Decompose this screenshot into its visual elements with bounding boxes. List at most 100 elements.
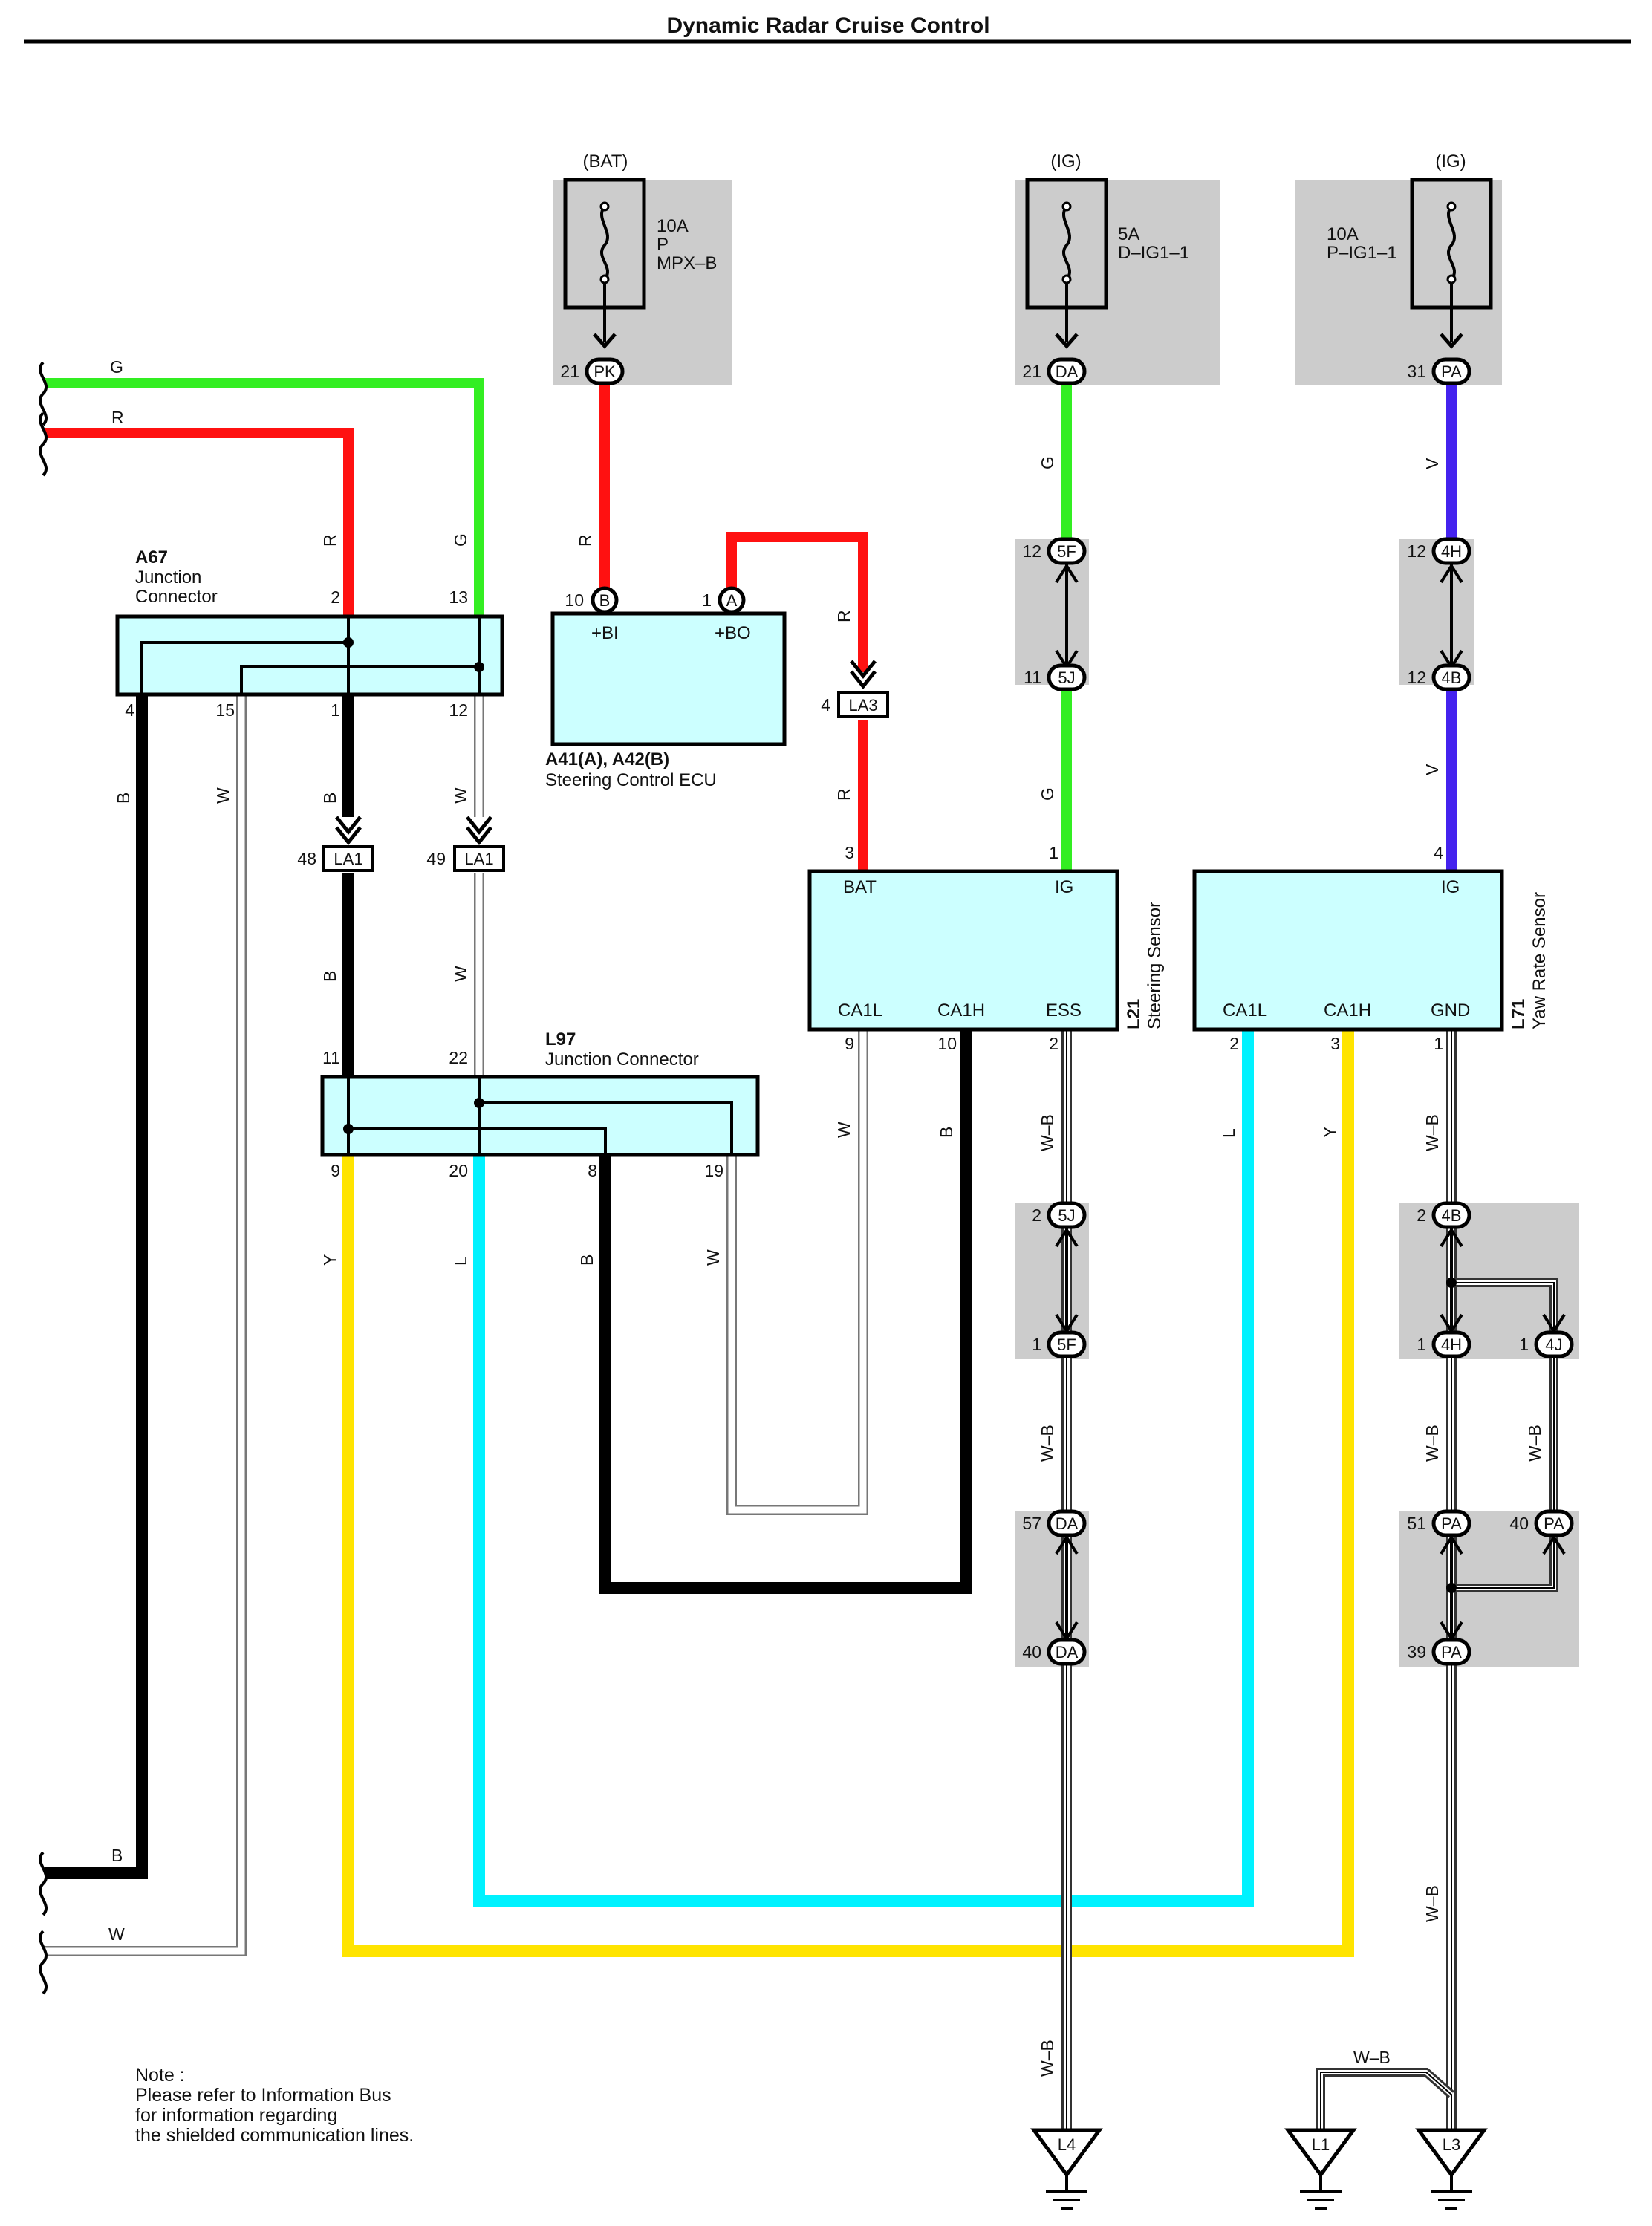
svg-text:BAT: BAT <box>843 877 877 897</box>
svg-text:CA1H: CA1H <box>937 1000 985 1021</box>
note: Note : Please refer to Information Bus f… <box>135 2065 414 2146</box>
svg-text:Junction: Junction <box>135 567 201 588</box>
svg-text:for information regarding: for information regarding <box>135 2105 337 2126</box>
svg-text:31: 31 <box>1407 362 1426 381</box>
svg-text:W: W <box>108 1924 125 1944</box>
ground-l4: L4 <box>1030 2128 1103 2210</box>
svg-text:15: 15 <box>215 700 235 720</box>
svg-text:D–IG1–1: D–IG1–1 <box>1118 243 1189 263</box>
svg-text:4: 4 <box>821 695 830 715</box>
svg-text:3: 3 <box>845 843 854 862</box>
svg-text:LA1: LA1 <box>464 850 493 868</box>
svg-text:W–B: W–B <box>1038 2040 1057 2077</box>
svg-text:1: 1 <box>1519 1335 1529 1354</box>
svg-text:4B: 4B <box>1442 1206 1462 1225</box>
svg-text:P–IG1–1: P–IG1–1 <box>1327 243 1397 263</box>
svg-text:L: L <box>451 1256 470 1266</box>
svg-text:Connector: Connector <box>135 587 218 607</box>
svg-text:W: W <box>451 966 470 982</box>
wire-b-a67-4 <box>45 694 148 1879</box>
svg-text:W–B: W–B <box>1422 1114 1442 1151</box>
l71-yaw-rate-sensor: IG CA1L CA1H GND L71 Yaw Rate Sensor 4 2… <box>1192 843 1549 1053</box>
wire-breaks <box>38 361 48 1995</box>
rect-connectors <box>322 691 889 872</box>
svg-text:W: W <box>834 1122 853 1138</box>
svg-text:L3: L3 <box>1443 2135 1460 2154</box>
svg-text:12: 12 <box>1407 668 1426 687</box>
wire-g-a67 <box>45 378 484 616</box>
svg-text:B: B <box>599 591 611 610</box>
svg-text:19: 19 <box>704 1161 723 1180</box>
svg-text:IG: IG <box>1441 877 1460 897</box>
svg-text:V: V <box>1422 764 1442 775</box>
svg-text:+BO: +BO <box>715 623 751 643</box>
svg-text:GND: GND <box>1431 1000 1470 1021</box>
svg-text:4J: 4J <box>1545 1335 1562 1354</box>
svg-text:L1: L1 <box>1312 2135 1330 2154</box>
svg-text:3: 3 <box>1330 1034 1340 1053</box>
svg-text:R: R <box>834 610 853 622</box>
svg-text:G: G <box>110 357 123 377</box>
svg-text:4B: 4B <box>1442 668 1462 687</box>
svg-text:21: 21 <box>560 362 579 381</box>
svg-text:(IG): (IG) <box>1435 152 1466 172</box>
svg-text:G: G <box>451 533 470 547</box>
svg-text:1: 1 <box>1049 843 1058 862</box>
svg-text:P: P <box>657 235 669 255</box>
svg-text:13: 13 <box>449 588 468 607</box>
svg-text:21: 21 <box>1022 362 1041 381</box>
fuse-ig-p: (IG) 10A P–IG1–1 <box>1327 152 1493 342</box>
pill-connectors <box>585 357 1574 1666</box>
svg-text:8: 8 <box>588 1161 597 1180</box>
svg-text:1: 1 <box>331 700 340 720</box>
svg-text:R: R <box>576 534 595 547</box>
svg-text:L: L <box>1219 1128 1238 1138</box>
svg-text:Note :: Note : <box>135 2065 185 2086</box>
svg-text:B: B <box>114 793 133 804</box>
svg-text:40: 40 <box>1509 1514 1529 1533</box>
svg-text:A41(A), A42(B): A41(A), A42(B) <box>545 749 669 769</box>
svg-text:CA1H: CA1H <box>1324 1000 1371 1021</box>
svg-text:4: 4 <box>1434 843 1443 862</box>
svg-text:PA: PA <box>1441 362 1462 381</box>
svg-text:W: W <box>451 787 470 804</box>
svg-text:4H: 4H <box>1441 542 1462 561</box>
svg-text:PK: PK <box>594 362 616 381</box>
svg-text:9: 9 <box>845 1034 854 1053</box>
svg-text:R: R <box>834 788 853 801</box>
svg-text:5J: 5J <box>1058 1206 1075 1225</box>
svg-text:DA: DA <box>1056 1643 1079 1662</box>
svg-text:20: 20 <box>449 1161 468 1180</box>
steering-control-ecu: +BI +BO A41(A), A42(B) Steering Control … <box>545 611 787 790</box>
svg-text:L4: L4 <box>1058 2135 1076 2154</box>
svg-text:W–B: W–B <box>1038 1114 1057 1151</box>
svg-text:12: 12 <box>449 700 468 720</box>
l97-junction-connector: L97 Junction Connector 11 22 9 20 8 19 <box>320 1029 760 1180</box>
svg-text:2: 2 <box>1032 1205 1041 1225</box>
svg-text:PA: PA <box>1441 1514 1462 1533</box>
svg-text:4H: 4H <box>1441 1335 1462 1354</box>
svg-text:48: 48 <box>297 849 316 868</box>
svg-text:G: G <box>1038 456 1057 469</box>
svg-text:5A: 5A <box>1118 224 1139 244</box>
svg-text:Y: Y <box>320 1254 339 1266</box>
connector-labels: PK 21 DA 21 PA 31 B 10 A 1 LA1 48 LA1 49… <box>297 362 1564 1662</box>
fuse-bat: (BAT) 10A P MPX–B <box>563 152 717 342</box>
svg-text:9: 9 <box>331 1161 340 1180</box>
svg-text:10: 10 <box>937 1034 957 1053</box>
svg-text:CA1L: CA1L <box>838 1000 882 1021</box>
svg-text:2: 2 <box>1229 1034 1239 1053</box>
svg-text:W–B: W–B <box>1353 2048 1391 2067</box>
svg-text:12: 12 <box>1022 541 1041 561</box>
wire-r-bo <box>726 532 868 672</box>
svg-text:10: 10 <box>565 590 584 610</box>
svg-text:CA1L: CA1L <box>1223 1000 1267 1021</box>
svg-text:L21: L21 <box>1124 999 1144 1029</box>
svg-text:V: V <box>1422 458 1442 469</box>
svg-text:L71: L71 <box>1509 999 1529 1029</box>
svg-text:B: B <box>577 1254 596 1266</box>
splice-dots <box>1446 1278 1457 1593</box>
svg-text:G: G <box>1038 787 1057 801</box>
svg-text:(IG): (IG) <box>1050 152 1081 172</box>
svg-text:Y: Y <box>1320 1127 1339 1138</box>
